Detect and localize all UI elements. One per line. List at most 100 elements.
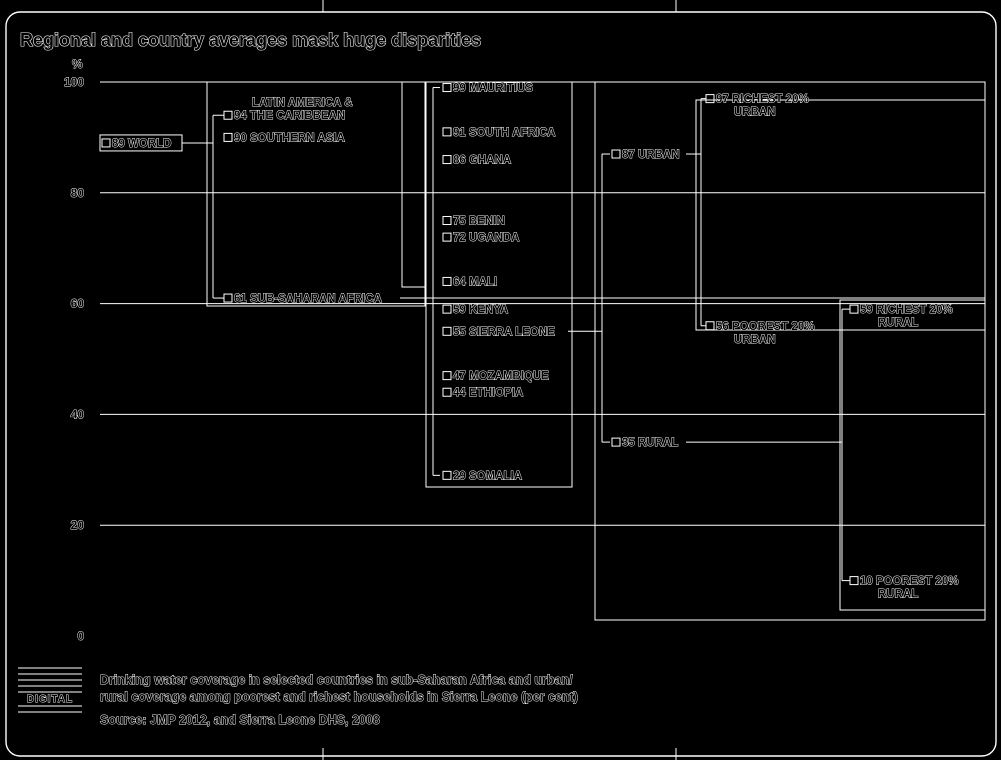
label-countries-9: 44 ETHIOPIA [453,387,523,399]
name-countries-2: GHANA [469,155,511,167]
column-frame-rural-wealth [839,299,986,611]
frame [5,11,997,757]
label-world-0: 89 WORLD [112,138,171,150]
value-regions-2: 61 [234,293,250,305]
value-countries-5: 64 [453,276,469,288]
name-urban-wealth-0: RICHEST 20% [732,94,809,106]
label-countries-1: 91 SOUTH AFRICA [453,127,555,139]
column-frame-countries [425,81,573,488]
label-regions-1: 90 SOUTHERN ASIA [234,132,345,144]
label-countries-2: 86 GHANA [453,155,511,167]
marker-countries-4 [442,232,452,242]
name-urban-wealth-1: POOREST 20% [732,321,814,333]
label-countries-5: 64 MALI [453,276,497,288]
value-countries-6: 59 [453,304,469,316]
value-rural-wealth-0: 59 [860,304,876,316]
column-frame-area [594,81,986,621]
y-axis-unit: % [72,57,83,71]
caption-line-2: rural coverage among poorest and richest… [100,690,578,704]
marker-countries-2 [442,155,452,165]
y-tick-label-80: 80 [71,186,85,200]
value-countries-3: 75 [453,216,469,228]
marker-regions-2 [223,293,233,303]
label-line2-rural-wealth-0: RURAL [878,317,918,329]
marker-countries-3 [442,216,452,225]
value-urban-wealth-0: 97 [716,94,732,106]
label-urban-wealth-0: 97 RICHEST 20% [716,94,809,106]
marker-area-0 [611,149,621,159]
y-axis-ticks: 0 20 40 60 80 100 [64,75,85,644]
label-urban-wealth-1: 56 POOREST 20% [716,321,814,333]
marker-urban-wealth-0 [705,94,715,104]
label-countries-6: 59 KENYA [453,304,508,316]
value-countries-4: 72 [453,232,469,244]
label-line2-urban-wealth-1: URBAN [734,334,776,346]
value-regions-0: 94 [234,110,250,122]
label-countries-8: 47 MOZAMBIQUE [453,371,549,383]
label-regions-0: 94 THE CARIBBEAN [234,110,345,122]
marker-area-1 [611,437,621,447]
value-regions-1: 90 [234,132,250,144]
value-countries-7: 55 [453,326,469,338]
label-countries-4: 72 UGANDA [453,232,519,244]
label-line2-urban-wealth-0: URBAN [734,107,776,119]
chart-title: Regional and country averages mask huge … [20,30,481,50]
name-regions-2: SUB-SAHARAN AFRICA [250,293,382,305]
source-note: Source: JMP 2012, and Sierra Leone DHS, … [100,713,380,727]
marker-urban-wealth-1 [705,321,715,331]
value-urban-wealth-1: 56 [716,321,732,333]
label-area-0: 87 URBAN [622,149,680,161]
name-countries-1: SOUTH AFRICA [469,127,555,139]
value-countries-10: 29 [453,470,469,482]
marker-countries-0 [442,83,452,93]
value-countries-8: 47 [453,371,469,383]
value-area-0: 87 [622,149,638,161]
marker-countries-9 [442,387,452,397]
value-world-0: 89 [112,138,128,150]
name-rural-wealth-0: RICHEST 20% [876,304,953,316]
value-countries-1: 91 [453,127,469,139]
name-area-1: RURAL [638,437,678,449]
name-countries-3: BENIN [469,216,505,228]
y-tick-label-100: 100 [64,75,84,89]
label-rural-wealth-1: 10 POOREST 20% [860,576,958,588]
gridlines [100,81,985,526]
label-area-1: 35 RURAL [622,437,678,449]
label-countries-0: 99 MAURITIUS [453,83,533,95]
column-frame-urban-wealth [695,99,986,331]
name-countries-5: MALI [469,276,497,288]
y-tick-label-60: 60 [71,297,85,311]
label-line2-regions-0: LATIN AMERICA & [252,97,353,109]
name-countries-9: ETHIOPIA [469,387,523,399]
marker-countries-8 [442,371,452,381]
marker-regions-1 [223,132,233,142]
marker-countries-1 [442,127,452,137]
y-tick-label-20: 20 [71,518,85,532]
name-countries-10: SOMALIA [469,470,522,482]
label-countries-3: 75 BENIN [453,216,505,228]
name-countries-6: KENYA [469,304,508,316]
name-countries-4: UGANDA [469,232,519,244]
value-countries-0: 99 [453,83,469,95]
value-rural-wealth-1: 10 [860,576,876,588]
caption-line-1: Drinking water coverage in selected coun… [100,673,573,687]
marker-countries-7 [442,326,452,336]
y-tick-label-40: 40 [71,407,85,421]
label-regions-2: 61 SUB-SAHARAN AFRICA [234,293,382,305]
name-regions-1: SOUTHERN ASIA [250,132,345,144]
value-countries-9: 44 [453,387,469,399]
label-countries-10: 29 SOMALIA [453,470,522,482]
name-regions-0: THE CARIBBEAN [250,110,345,122]
label-rural-wealth-0: 59 RICHEST 20% [860,304,953,316]
column-frame-regions [206,81,426,307]
region-bracket [401,81,427,288]
logo-text: DIGITAL [27,694,73,705]
y-tick-label-0: 0 [77,629,84,643]
value-area-1: 35 [622,437,638,449]
marker-regions-0 [223,110,233,120]
name-countries-7: SIERRA LEONE [469,326,555,338]
name-rural-wealth-1: POOREST 20% [876,576,958,588]
marker-rural-wealth-0 [849,304,859,314]
